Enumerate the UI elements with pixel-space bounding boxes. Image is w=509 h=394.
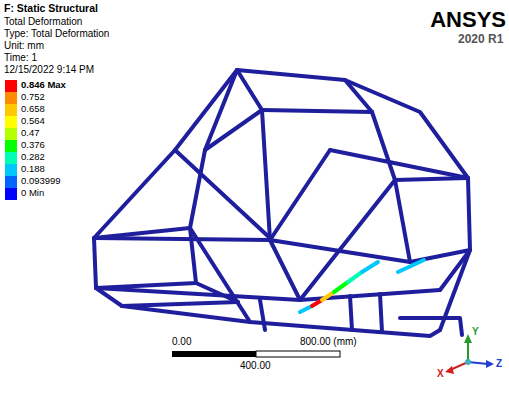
axis-label: Z	[496, 358, 502, 369]
scale-value: 400.00	[240, 360, 271, 371]
time-note: Time: 1	[4, 52, 37, 63]
legend-value: 0.093999	[21, 176, 61, 186]
legend-value: 0.47	[21, 128, 40, 138]
legend-swatch	[5, 92, 17, 104]
unit-note: Unit: mm	[4, 40, 44, 51]
brand-logo: ANSYS	[430, 8, 506, 32]
legend-value: 0.564	[21, 116, 45, 126]
axis-label: X	[437, 368, 444, 379]
result-type: Type: Total Deformation	[4, 28, 109, 39]
legend-swatch	[5, 80, 17, 92]
result-name: Total Deformation	[4, 16, 82, 27]
analysis-title: F: Static Structural	[4, 3, 98, 15]
legend-swatch	[5, 140, 17, 152]
axis-label: Y	[472, 326, 479, 337]
legend-swatch	[5, 188, 17, 200]
legend-value: 0.658	[21, 104, 45, 114]
legend-swatch	[5, 116, 17, 128]
legend-swatch	[5, 104, 17, 116]
scale-value: 800.00 (mm)	[300, 336, 357, 347]
legend-value: 0.376	[21, 140, 45, 150]
legend-swatch	[5, 152, 17, 164]
date-stamp: 12/15/2022 9:14 PM	[4, 64, 94, 75]
legend-value: 0.282	[21, 152, 45, 162]
version-label: 2020 R1	[458, 33, 503, 46]
legend-value: 0.188	[21, 164, 45, 174]
legend-value: 0.752	[21, 92, 45, 102]
legend-value: 0 Min	[21, 188, 44, 198]
legend-value: 0.846 Max	[21, 80, 66, 90]
scale-value: 0.00	[172, 336, 191, 347]
legend-swatch	[5, 176, 17, 188]
legend-swatch	[5, 128, 17, 140]
legend-swatch	[5, 164, 17, 176]
